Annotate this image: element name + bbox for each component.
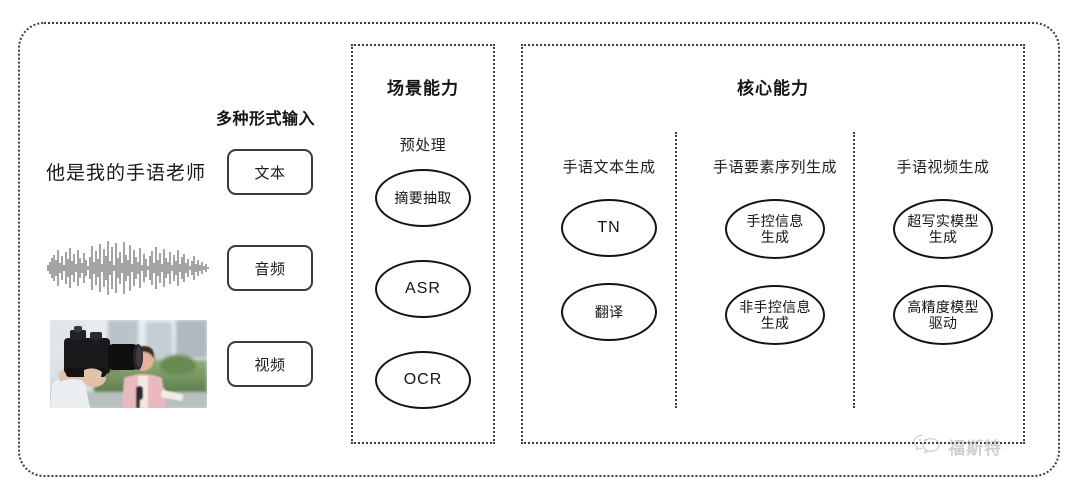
scene-node-ocr-label: OCR (403, 371, 443, 388)
scene-node-asr-label: ASR (405, 280, 441, 297)
video-thumbnail (50, 320, 207, 408)
core-column-divider-1 (675, 132, 677, 408)
core-node-highprecision-model-line2: 驱动 (928, 315, 958, 331)
core-node-nonmanual-info-line1: 非手控信息 (739, 299, 811, 315)
input-button-video-label: 视频 (254, 356, 286, 374)
core-node-highprecision-model-label: 高精度模型 驱动 (907, 299, 979, 331)
core-column-video-generation: 手语视频生成 超写实模型 生成 高精度模型 驱动 (859, 156, 1027, 371)
core-node-tn[interactable]: TN (561, 199, 657, 257)
core-capability-panel: 核心能力 手语文本生成 TN 翻译 手语要素序列生成 手控信息 生成 (521, 44, 1025, 444)
scene-panel-subtitle: 预处理 (399, 137, 447, 154)
outer-dotted-frame (18, 22, 1060, 477)
wechat-icon (912, 432, 942, 461)
audio-waveform-icon (44, 238, 212, 298)
input-button-audio-label: 音频 (254, 260, 286, 278)
core-column-1-heading: 手语文本生成 (562, 159, 656, 176)
scene-node-summary[interactable]: 摘要抽取 (375, 169, 471, 227)
core-column-text-generation: 手语文本生成 TN 翻译 (525, 156, 693, 367)
core-node-manual-info-line1: 手控信息 (746, 213, 804, 229)
input-button-video[interactable]: 视频 (227, 341, 313, 387)
core-panel-title: 核心能力 (737, 79, 809, 98)
scene-node-ocr[interactable]: OCR (375, 351, 471, 409)
scene-node-stack: 摘要抽取 ASR OCR (353, 169, 493, 442)
core-node-highprecision-model[interactable]: 高精度模型 驱动 (893, 285, 993, 345)
core-node-tn-label: TN (597, 219, 621, 236)
scene-node-asr[interactable]: ASR (375, 260, 471, 318)
core-node-manual-info[interactable]: 手控信息 生成 (725, 199, 825, 259)
input-button-text-label: 文本 (254, 164, 286, 182)
core-node-photoreal-model-label: 超写实模型 生成 (907, 213, 979, 245)
core-column-3-heading: 手语视频生成 (896, 159, 990, 176)
core-node-translation[interactable]: 翻译 (561, 283, 657, 341)
core-column-divider-2 (853, 132, 855, 408)
core-column-element-sequence: 手语要素序列生成 手控信息 生成 非手控信息 生成 (691, 156, 859, 371)
core-node-nonmanual-info[interactable]: 非手控信息 生成 (725, 285, 825, 345)
input-section-title: 多种形式输入 (216, 111, 316, 128)
core-node-manual-info-line2: 生成 (760, 229, 790, 245)
scene-panel-title: 场景能力 (387, 79, 459, 98)
core-node-photoreal-model-line1: 超写实模型 (907, 213, 979, 229)
core-node-translation-label: 翻译 (594, 304, 624, 320)
core-node-photoreal-model[interactable]: 超写实模型 生成 (893, 199, 993, 259)
scene-capability-panel: 场景能力 预处理 摘要抽取 ASR OCR (351, 44, 495, 444)
core-node-manual-info-label: 手控信息 生成 (746, 213, 803, 245)
core-node-photoreal-model-line2: 生成 (928, 229, 958, 245)
watermark: 福斯特 (912, 432, 1002, 461)
core-node-highprecision-model-line1: 高精度模型 (907, 299, 979, 315)
core-column-2-heading: 手语要素序列生成 (712, 159, 837, 176)
input-button-text[interactable]: 文本 (227, 149, 313, 195)
core-node-nonmanual-info-label: 非手控信息 生成 (739, 299, 811, 331)
core-node-nonmanual-info-line2: 生成 (760, 315, 790, 331)
scene-node-summary-label: 摘要抽取 (394, 190, 452, 206)
input-button-audio[interactable]: 音频 (227, 245, 313, 291)
watermark-text: 福斯特 (948, 439, 1002, 458)
sample-sentence-text: 他是我的手语老师 (46, 163, 207, 184)
